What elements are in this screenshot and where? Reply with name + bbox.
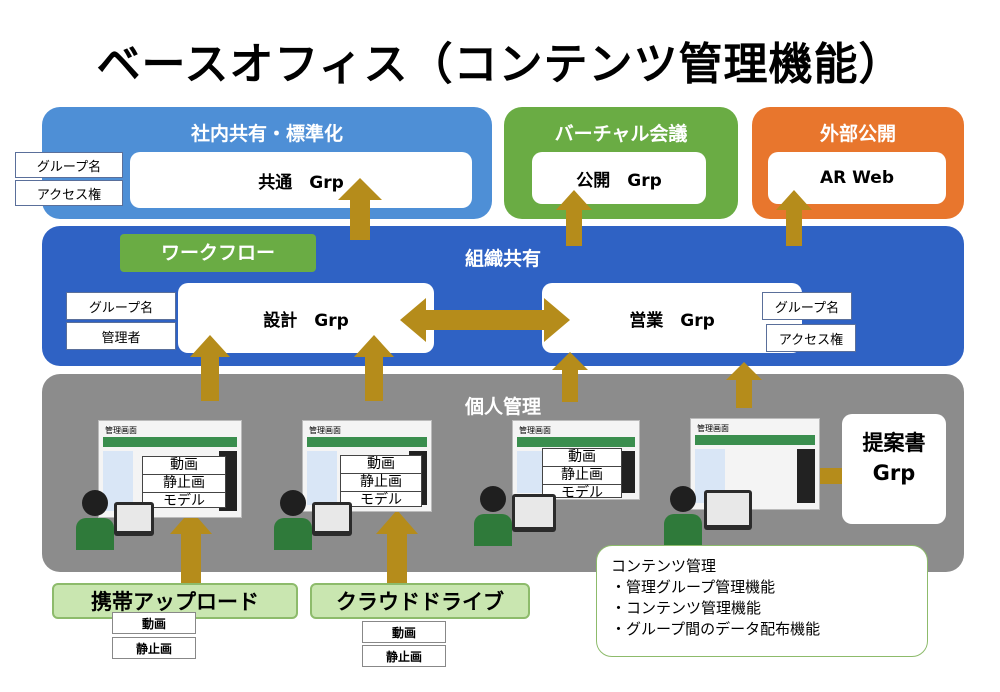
admin-screen-header: 管理画面 [519,426,551,435]
common-grp-box: 共通 Grp [130,152,472,208]
proposal-grp-box: 提案書 Grp [842,414,946,524]
arrow-up-icon [776,190,812,246]
menu-item-still: 静止画 [341,474,421,492]
arrow-up-icon [726,362,762,408]
menu-item-model: モデル [360,492,402,508]
internal-share-title: 社内共有・標準化 [190,123,343,145]
content-management-item: ・コンテンツ管理機能 [611,599,762,617]
org-share-title: 組織共有 [464,248,541,270]
mobile-still-tag: 静止画 [112,637,196,659]
personal-title: 個人管理 [464,396,541,418]
menu-item-still: 静止画 [143,475,225,493]
page-title: ベースオフィス（コンテンツ管理機能） [96,39,904,90]
content-management-item: ・グループ間のデータ配布機能 [611,620,821,638]
admin-screen-header: 管理画面 [697,424,729,433]
design-group-name-tag: グループ名 [66,292,176,320]
user-at-computer-icon [274,490,354,558]
external-publish-title: 外部公開 [819,123,896,145]
access-rights-tag: アクセス権 [15,180,123,206]
menu-item-model: モデル [163,493,205,509]
menu-item-still: 静止画 [543,467,621,485]
menu-item-video: 動画 [543,449,621,467]
arrow-up-icon [190,335,230,401]
sales-access-rights-tag: アクセス権 [766,324,856,352]
arrow-up-icon [170,510,212,592]
media-menu-3: 動画 静止画 モデル [542,448,622,501]
cloud-still-tag: 静止画 [362,645,446,667]
design-manager-tag: 管理者 [66,322,176,350]
arrow-up-icon [338,178,382,240]
user-at-computer-icon [76,490,156,558]
arrow-up-icon [552,352,588,402]
content-management-box: コンテンツ管理 ・管理グループ管理機能 ・コンテンツ管理機能 ・グループ間のデー… [596,545,928,657]
arrow-up-icon [376,510,418,592]
cloud-drive-label: クラウドドライブ [310,583,530,619]
mobile-video-tag: 動画 [112,612,196,634]
sales-grp-box: 営業 Grp [542,283,802,353]
admin-screen-header: 管理画面 [309,426,341,435]
sales-group-name-tag: グループ名 [762,292,852,320]
bidirectional-arrow [400,298,570,342]
cloud-video-tag: 動画 [362,621,446,643]
public-grp-box: 公開 Grp [532,152,706,204]
content-management-heading: コンテンツ管理 [611,557,717,575]
workflow-badge: ワークフロー [120,234,316,272]
user-at-computer-icon [664,486,754,556]
menu-item-model: モデル [561,485,603,501]
arrow-up-icon [354,335,394,401]
arrow-up-icon [556,190,592,246]
media-menu-1: 動画 静止画 モデル [142,456,226,509]
virtual-meeting-title: バーチャル会議 [554,123,688,145]
content-management-item: ・管理グループ管理機能 [611,578,776,596]
menu-item-video: 動画 [143,457,225,475]
user-at-computer-icon [474,486,558,554]
menu-item-video: 動画 [341,456,421,474]
media-menu-2: 動画 静止画 モデル [340,455,422,508]
admin-screen-header: 管理画面 [105,426,137,435]
group-name-tag: グループ名 [15,152,123,178]
design-grp-box: 設計 Grp [178,283,434,353]
